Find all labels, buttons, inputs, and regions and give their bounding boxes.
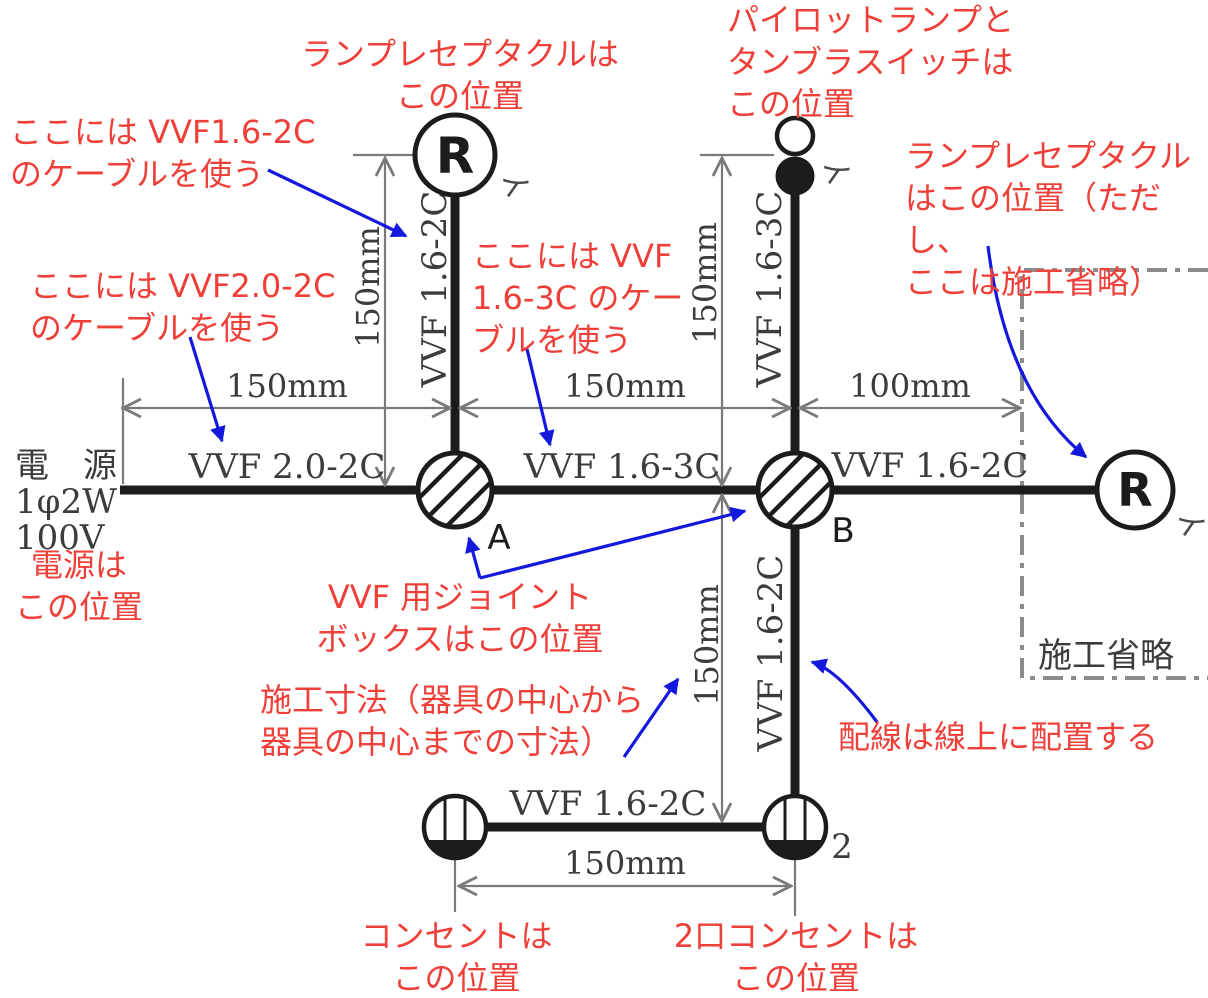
lamp-receptacle-a-symbol: R [412, 112, 498, 198]
annotation-wiring-on-line: 配線は線上に配置する [838, 718, 1159, 756]
annotation-cable-16-2c: ここには VVF1.6-2C のケーブルを使う [10, 113, 316, 193]
annotation-lamp-right: ランプレセプタクル はこの位置（ただし、 ここは施工省略） [905, 137, 1192, 301]
arrow-cable-16-3c [525, 348, 555, 447]
joint-b-label: B [831, 511, 854, 551]
cable-label-branch-b-down: VVF 1.6-2C [751, 555, 791, 753]
lamp-receptacle-right-symbol: R [1094, 449, 1176, 531]
annotation-cable-16-3c: ここには VVF 1.6-3C のケー ブルを使う [472, 237, 684, 359]
annotation-cable-20-2c: ここには VVF2.0-2C のケーブルを使う [30, 267, 336, 347]
dim-label-branch-a: 150mm [349, 226, 387, 348]
dim-label-top-mid: 150mm [564, 367, 686, 405]
dim-label-branch-b-up: 150mm [686, 222, 724, 344]
switch-symbol [775, 156, 815, 196]
cable-label-main-left: VVF 2.0-2C [188, 447, 386, 487]
circuit-label-a: イ [491, 164, 536, 210]
dim-label-top-left: 150mm [226, 367, 348, 405]
dim-label-bottom: 150mm [564, 844, 686, 882]
arrow-cable-16-2c [267, 168, 408, 238]
omission-box [1020, 268, 1208, 680]
arrow-wiring-on-line [810, 658, 879, 723]
omission-label: 施工省略 [1038, 636, 1174, 676]
circuit-label-right: イ [1167, 503, 1208, 549]
dimensions [123, 153, 1020, 916]
annotation-outlet-pos: コンセントは この位置 [360, 917, 553, 997]
cable-label-main-right: VVF 1.6-2C [831, 446, 1029, 486]
joint-box-a-symbol [415, 450, 495, 530]
outlet-count-label: 2 [831, 827, 853, 867]
cable-label-branch-a-up: VVF 1.6-2C [415, 191, 455, 389]
annotation-joint-box: VVF 用ジョイント ボックスはこの位置 [316, 578, 604, 658]
annotation-lamp-top: ランプレセプタクルは この位置 [300, 35, 620, 115]
annotation-arrows [188, 168, 1088, 758]
power-source-line3: 100V [15, 518, 106, 558]
annotation-double-outlet-pos: 2口コンセントは この位置 [673, 917, 919, 997]
annotation-power-pos: 電源は この位置 [14, 546, 143, 626]
joint-a-label: A [487, 518, 510, 558]
dim-label-branch-b-down: 150mm [688, 584, 726, 706]
cable-label-main-mid: VVF 1.6-3C [523, 447, 721, 487]
arrow-cable-20-2c [188, 336, 226, 443]
cable-label-bottom: VVF 1.6-2C [509, 784, 707, 824]
arrow-dimension-note [622, 677, 680, 758]
dim-label-top-right: 100mm [849, 367, 971, 405]
cable-label-branch-b-up: VVF 1.6-3C [750, 191, 790, 389]
annotation-dimension-note: 施工寸法（器具の中心から 器具の中心までの寸法） [260, 681, 645, 761]
power-source-line1: 電 源 [15, 446, 117, 486]
outlet-symbol [421, 793, 489, 861]
power-source-label: 電 源 1φ2W 100V [15, 446, 117, 558]
wires [120, 193, 1098, 832]
lamp-a-letter: R [436, 127, 475, 185]
circuit-label-switch: イ [812, 151, 857, 197]
arrow-lamp-right [986, 245, 1088, 459]
double-outlet-symbol [761, 793, 829, 861]
arrow-joint-box-b [479, 506, 747, 580]
annotation-pilot-switch: パイロットランプと タンブラスイッチは この位置 [727, 1, 1015, 123]
arrow-joint-box-a [465, 536, 482, 579]
power-source-line2: 1φ2W [15, 482, 117, 522]
pilot-lamp-symbol [774, 115, 816, 157]
lamp-right-letter: R [1117, 463, 1152, 517]
joint-box-b-symbol [755, 450, 835, 530]
